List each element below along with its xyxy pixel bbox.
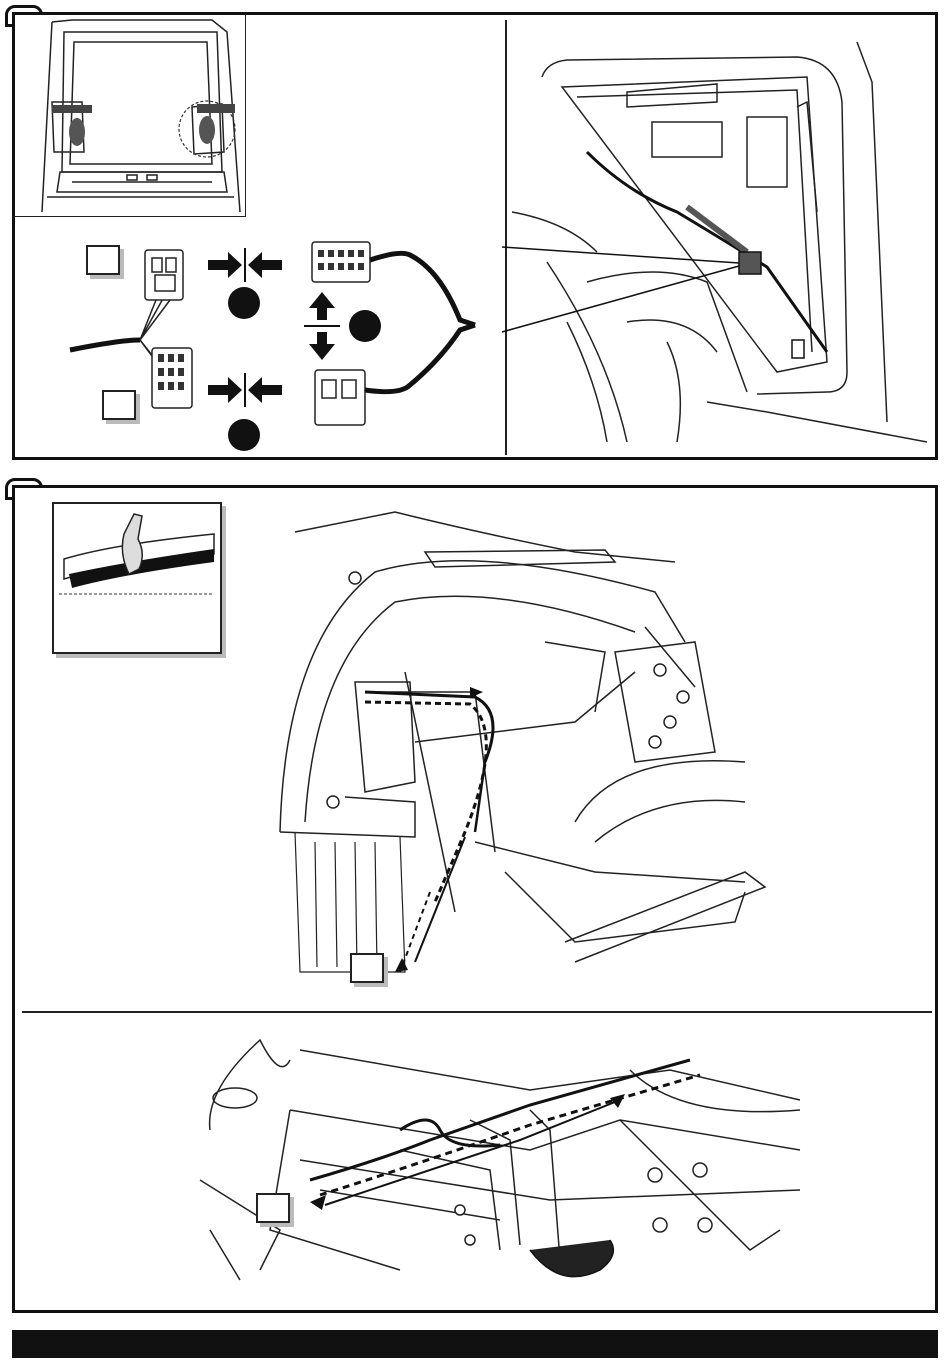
- rear-panel-harness-illustration: [507, 22, 932, 452]
- step-2-divider: [22, 1011, 932, 1013]
- wheel-arch-callout: [350, 953, 384, 983]
- footer-bar: [12, 1330, 938, 1358]
- connector-wiring-illustration: [60, 230, 500, 460]
- van-rear-overview-illustration: [12, 12, 246, 217]
- underbody-chassis-routing-illustration: [200, 1030, 800, 1290]
- cable-tie-illustration: [54, 504, 220, 652]
- rear-wheel-arch-routing-illustration: [275, 492, 775, 992]
- chassis-callout: [256, 1193, 290, 1223]
